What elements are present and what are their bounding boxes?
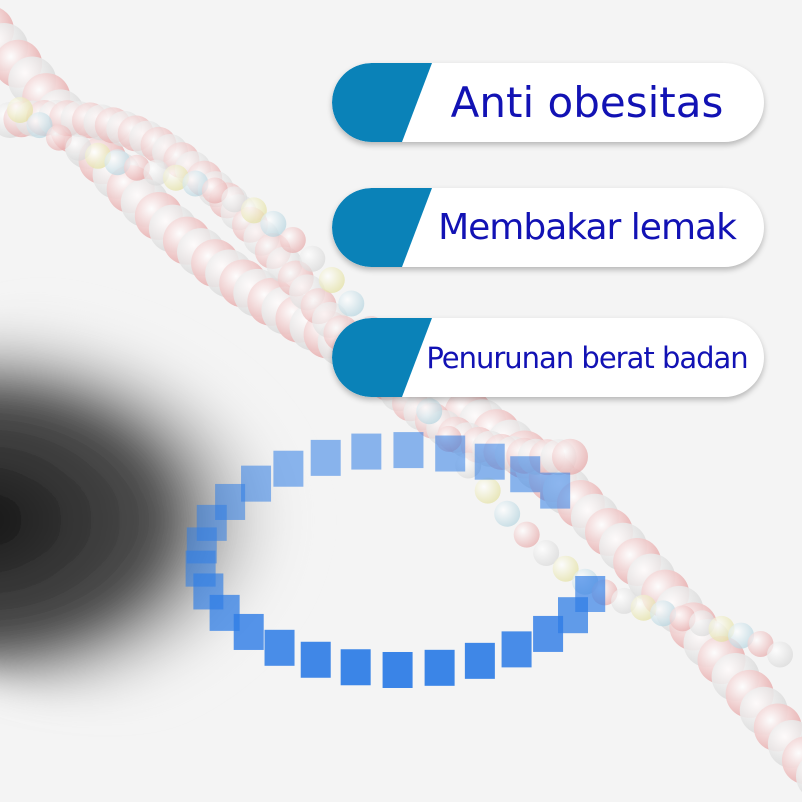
blue-cube [435, 435, 466, 472]
dna-bead [338, 290, 365, 317]
blue-cube [464, 642, 495, 679]
dna-bead [65, 134, 92, 161]
blue-cube [310, 439, 341, 476]
dna-bead [552, 438, 588, 475]
blue-cube [300, 641, 331, 678]
badge-accent [332, 188, 432, 267]
benefit-label: Penurunan berat badan [426, 340, 748, 375]
blue-cube [510, 456, 541, 493]
blue-cube-spiral [185, 432, 606, 688]
dna-bead [630, 594, 657, 621]
dna-bead [552, 555, 579, 582]
blue-cube [382, 651, 413, 688]
blue-cube [340, 649, 371, 686]
dna-bead [104, 149, 131, 176]
dna-bead [162, 164, 189, 191]
dna-bead [26, 112, 53, 139]
dna-bead [796, 760, 802, 793]
blue-cube [264, 629, 295, 666]
blue-cube [533, 615, 564, 652]
dna-bead [767, 641, 793, 668]
dna-bead [474, 477, 501, 504]
dna-bead [416, 398, 443, 425]
benefit-badge-weight-loss: Penurunan berat badan [332, 318, 764, 397]
blue-cube [501, 631, 532, 668]
benefit-badge-anti-obesity: Anti obesitas [332, 63, 764, 142]
dna-bead [240, 197, 267, 224]
dna-bead [669, 605, 696, 632]
dna-bead [728, 622, 755, 649]
badge-accent [332, 63, 432, 142]
blue-cube [540, 472, 571, 509]
dna-bead [221, 186, 248, 213]
badge-accent [332, 318, 432, 397]
dna-bead [513, 521, 540, 548]
benefit-label: Membakar lemak [438, 207, 737, 248]
dna-bead [201, 177, 228, 204]
dna-bead [650, 600, 677, 627]
dna-bead [260, 210, 287, 237]
dna-bead [123, 154, 150, 181]
benefit-label: Anti obesitas [450, 78, 724, 127]
benefit-badge-burn-fat: Membakar lemak [332, 188, 764, 267]
blue-cube [273, 450, 304, 487]
dna-bead [45, 124, 72, 151]
dna-bead [494, 500, 521, 527]
dna-bead [143, 159, 170, 186]
dark-shadow [0, 300, 430, 700]
blue-cube [393, 432, 424, 469]
dna-bead [318, 266, 345, 293]
dna-bead [533, 540, 560, 567]
blue-cube [241, 465, 272, 502]
dna-bead [7, 97, 33, 123]
blue-cube [474, 443, 505, 480]
blue-cube [351, 433, 382, 470]
dna-bead [299, 245, 326, 272]
dna-bead [689, 610, 716, 637]
dna-bead [747, 630, 774, 657]
blue-cube [215, 483, 246, 520]
dna-bead [279, 226, 306, 253]
blue-cube [424, 649, 455, 686]
